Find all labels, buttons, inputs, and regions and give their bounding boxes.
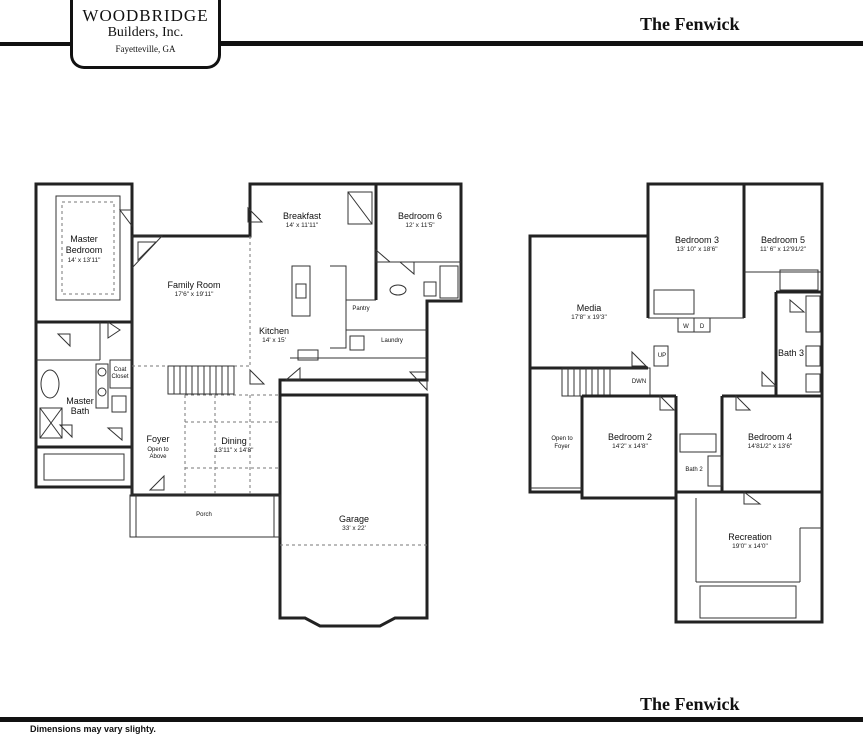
- company-location: Fayetteville, GA: [115, 44, 176, 54]
- bedroom6-size: 12' x 11'5": [405, 222, 435, 229]
- recreation-label: Recreation: [728, 532, 772, 542]
- coat-closet-label-1: Coat: [114, 367, 127, 373]
- breakfast-size: 14' x 11'11": [286, 222, 319, 229]
- coat-closet-label-2: Closet: [111, 374, 128, 380]
- bedroom5-size: 11' 6" x 12'91/2": [760, 246, 807, 253]
- foyer-label: Foyer: [146, 434, 169, 444]
- footer-rule: [0, 717, 863, 722]
- washer-label: W: [683, 324, 689, 330]
- media-size: 17'8" x 19'3": [571, 314, 607, 321]
- company-logo: WOODBRIDGE Builders, Inc. Fayetteville, …: [70, 0, 221, 69]
- dining-label: Dining: [221, 436, 247, 446]
- first-floor-plan: [34, 182, 463, 628]
- bedroom4-label: Bedroom 4: [748, 432, 792, 442]
- kitchen-label: Kitchen: [259, 326, 289, 336]
- garage-label: Garage: [339, 514, 369, 524]
- pantry-label: Pantry: [352, 306, 369, 312]
- second-floor-plan: [528, 182, 824, 624]
- dimensions-note: Dimensions may vary slighty.: [30, 724, 156, 734]
- kitchen-size: 14' x 15': [262, 337, 286, 344]
- family-room-label: Family Room: [167, 280, 220, 290]
- open-to-foyer-2: Foyer: [554, 444, 569, 450]
- porch-label: Porch: [196, 512, 212, 518]
- plan-title-bottom: The Fenwick: [640, 694, 740, 714]
- dining-size: 13'11" x 14'8": [215, 447, 254, 454]
- open-to-foyer-1: Open to: [551, 436, 573, 442]
- master-bedroom-label-1: Master: [70, 234, 98, 244]
- foyer-sub-1: Open to: [147, 447, 169, 453]
- master-bath-label-1: Master: [66, 396, 94, 406]
- garage-size: 33' x 22': [342, 525, 366, 532]
- master-bath-label-2: Bath: [71, 406, 90, 416]
- laundry-label: Laundry: [381, 338, 403, 344]
- header-rule-left: [0, 42, 72, 46]
- dryer-label: D: [700, 324, 705, 330]
- bedroom5-label: Bedroom 5: [761, 235, 805, 245]
- bedroom2-label: Bedroom 2: [608, 432, 652, 442]
- down-label: DWN: [632, 379, 646, 385]
- bedroom2-size: 14'2" x 14'8": [612, 443, 648, 450]
- foyer-sub-2: Above: [149, 454, 167, 460]
- bedroom4-size: 14'81/2" x 13'6": [748, 443, 793, 450]
- master-bedroom-label-2: Bedroom: [66, 245, 103, 255]
- master-bedroom-size: 14' x 13'11": [68, 257, 102, 264]
- company-name: WOODBRIDGE: [82, 6, 209, 25]
- company-subname: Builders, Inc.: [107, 25, 184, 40]
- media-label: Media: [577, 303, 602, 313]
- bath3-label: Bath 3: [778, 348, 804, 358]
- family-room-size: 17'6" x 19'11": [175, 291, 214, 298]
- plan-title-top: The Fenwick: [640, 14, 740, 34]
- bedroom3-size: 13' 10" x 18'6": [676, 246, 718, 253]
- bedroom6-label: Bedroom 6: [398, 211, 442, 221]
- recreation-size: 19'0" x 14'0": [732, 543, 768, 550]
- header-rule-right: [215, 41, 863, 46]
- up-label: UP: [658, 353, 666, 359]
- breakfast-label: Breakfast: [283, 211, 322, 221]
- bedroom3-label: Bedroom 3: [675, 235, 719, 245]
- bath2-label: Bath 2: [685, 467, 703, 473]
